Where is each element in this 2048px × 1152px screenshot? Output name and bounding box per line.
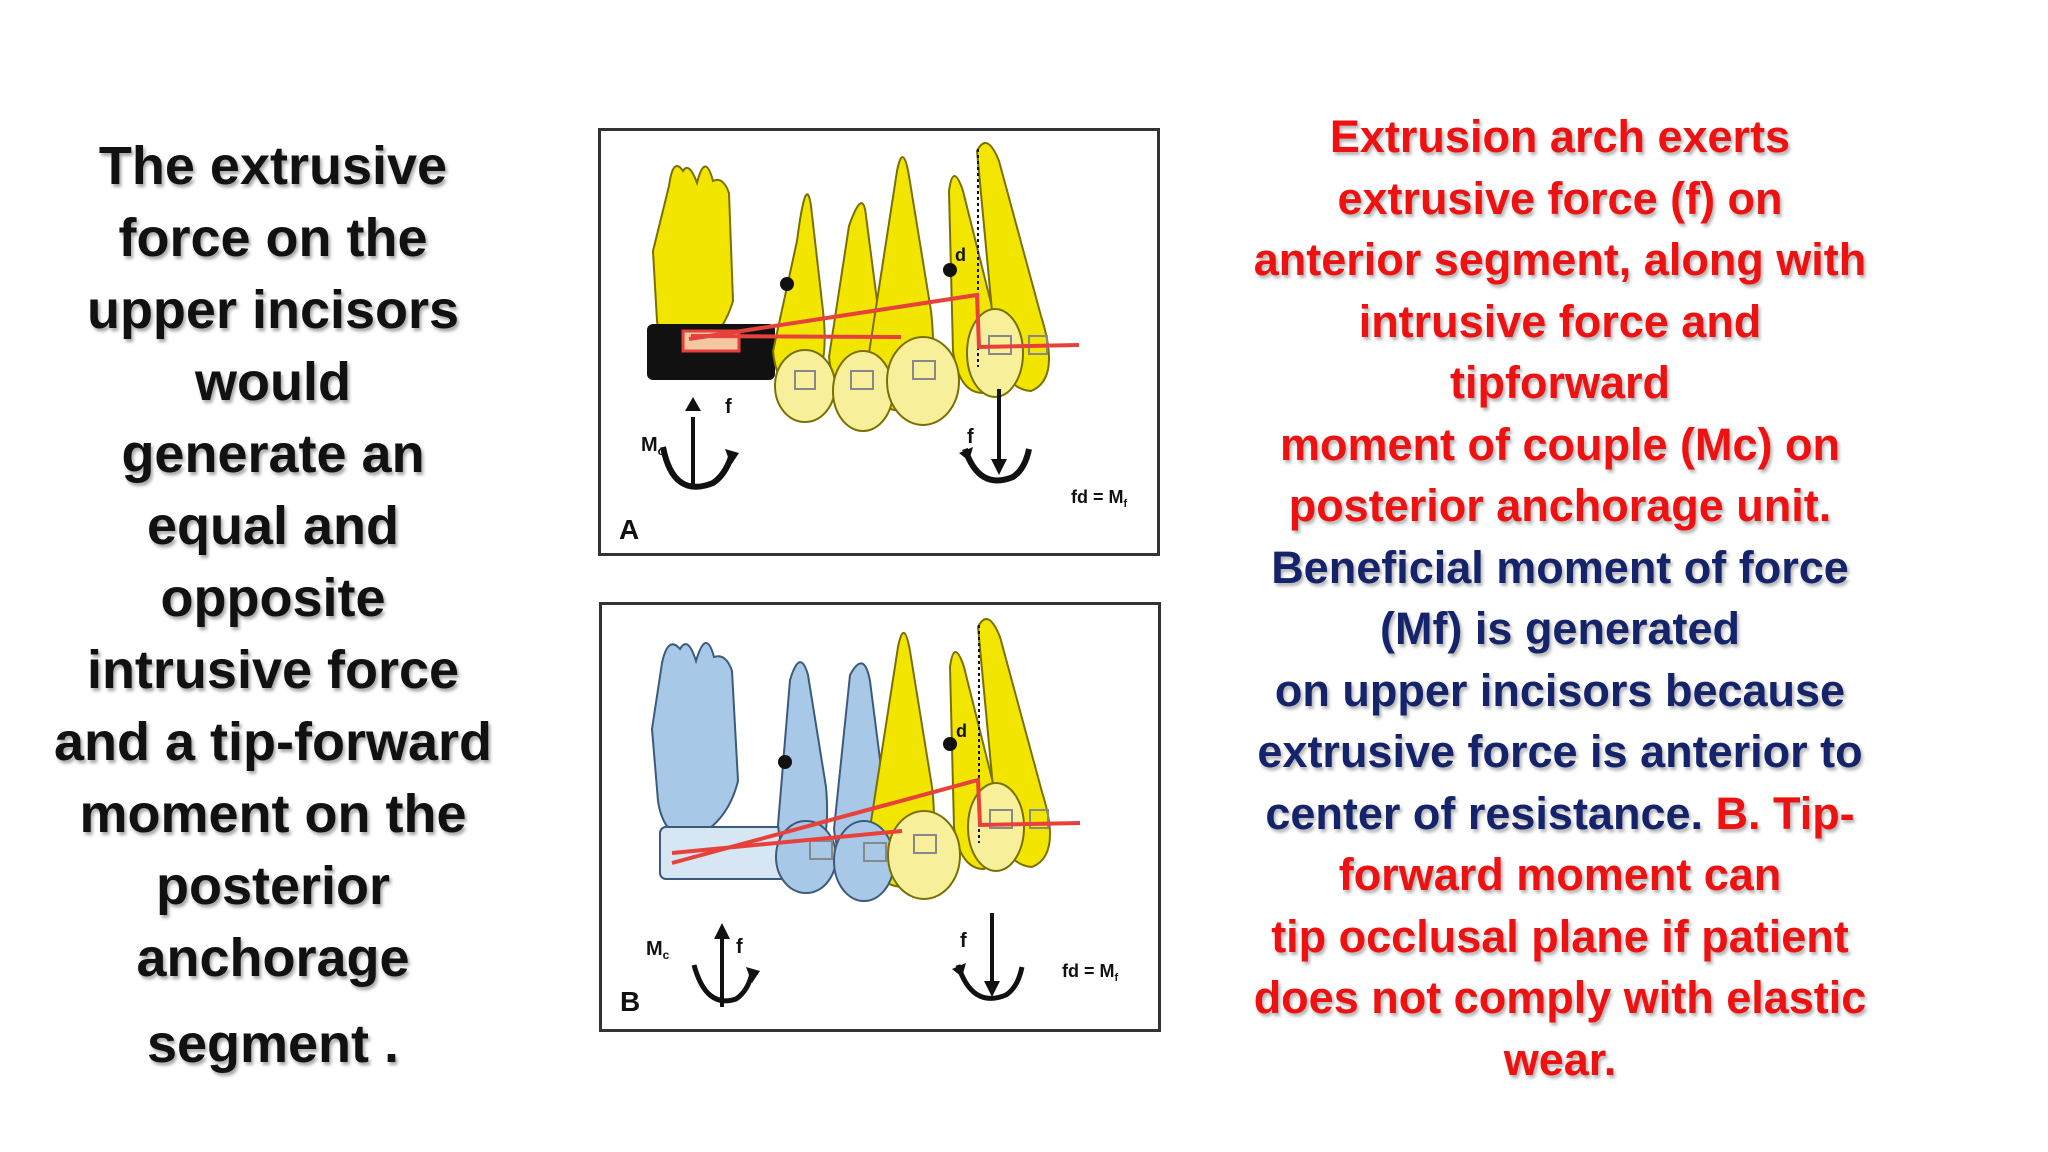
right-line-segment: B. Tip- — [1715, 787, 1855, 839]
distance-label: d — [955, 245, 966, 265]
segment-wire — [671, 829, 903, 855]
right-line-segment: tipforward — [1450, 357, 1670, 408]
right-line: Extrusion arch exerts — [1200, 106, 1920, 168]
left-line: generate an — [121, 424, 425, 484]
center-of-resistance — [778, 755, 792, 769]
right-line-segment: does not comply with elastic — [1253, 972, 1867, 1023]
right-line-segment: extrusive force is anterior to — [1257, 726, 1863, 777]
right-line: wear. — [1200, 1029, 1920, 1091]
crown — [832, 350, 894, 432]
equation-label: fd = Mf — [1062, 961, 1119, 984]
left-line: opposite — [160, 568, 386, 628]
force-arrow-head — [984, 981, 1000, 997]
figure-panel-b: B Mc f f d fd = Mf — [599, 602, 1161, 1032]
right-line: on upper incisors because — [1200, 660, 1920, 722]
right-line: center of resistance. B. Tip- — [1200, 783, 1920, 845]
crown — [887, 810, 961, 900]
right-line-segment: tip occlusal plane if patient — [1271, 910, 1849, 962]
right-line: moment of couple (Mc) on — [1200, 414, 1920, 476]
force-label: f — [725, 396, 732, 418]
center-of-resistance — [780, 277, 794, 291]
right-paragraph: Extrusion arch exerts extrusive force (f)… — [1200, 106, 1920, 1090]
force-arrow-head — [685, 397, 701, 411]
left-line: intrusive force — [86, 640, 460, 700]
right-line-segment: (Mf) is generated — [1379, 603, 1741, 654]
right-line: extrusive force is anterior to — [1200, 721, 1920, 783]
panel-label: B — [620, 986, 640, 1017]
right-line: forward moment can — [1200, 844, 1920, 906]
figure-panel-a: A Mc f f d fd = Mf — [598, 128, 1160, 556]
extrusion-arch-wire — [688, 292, 1080, 350]
tooth-diagram-b: B Mc f f d fd = Mf — [620, 618, 1119, 1017]
right-line-segment: Extrusion arch exerts — [1329, 111, 1791, 162]
bracket — [863, 842, 887, 862]
right-line: (Mf) is generated — [1200, 598, 1920, 660]
crown — [886, 336, 960, 426]
right-line-segment: intrusive force and — [1358, 295, 1762, 347]
right-line: tip occlusal plane if patient — [1200, 906, 1920, 968]
left-line: The extrusive — [98, 136, 448, 196]
right-line: posterior anchorage unit. — [1200, 475, 1920, 537]
bracket — [913, 834, 937, 854]
bracket — [989, 809, 1013, 829]
left-line: moment on the — [79, 784, 467, 844]
right-line: tipforward — [1200, 352, 1920, 414]
left-line: segment . — [146, 1014, 400, 1074]
moment-arrow-head — [725, 449, 739, 465]
bracket — [1029, 809, 1049, 829]
distance-label: d — [956, 721, 967, 741]
left-line: and a tip-forward — [53, 712, 492, 772]
right-line-segment: on upper incisors because — [1274, 664, 1846, 716]
left-paragraph: The extrusive force on the upper incisor… — [18, 130, 528, 1080]
tooth-diagram-a: A Mc f f d fd = Mf — [619, 142, 1128, 545]
force-arrow-head — [991, 459, 1007, 475]
equation-label: fd = Mf — [1071, 487, 1128, 510]
right-line-segment: posterior anchorage unit. — [1288, 480, 1832, 531]
moment-arrow-head — [746, 967, 760, 983]
left-line: would — [195, 352, 351, 412]
left-line: equal and — [146, 496, 400, 556]
panel-label: A — [619, 514, 639, 545]
right-line-segment: Beneficial moment of force — [1271, 541, 1849, 593]
right-line: extrusive force (f) on — [1200, 168, 1920, 230]
moment-arrow — [660, 446, 734, 490]
left-line: anchorage — [136, 928, 410, 988]
mc-label: Mc — [646, 938, 670, 962]
mc-label: Mc — [641, 434, 665, 458]
right-line-segment: moment of couple (Mc) on — [1280, 418, 1840, 470]
molar-tooth — [650, 642, 740, 839]
right-line-segment: center of resistance. — [1265, 787, 1716, 839]
center-of-resistance — [943, 737, 957, 751]
center-of-resistance — [943, 263, 957, 277]
bracket — [850, 370, 874, 390]
right-line: does not comply with elastic — [1200, 967, 1920, 1029]
left-line: force on the — [118, 208, 428, 268]
force-arrow-head — [714, 923, 730, 939]
moment-arrow — [691, 964, 755, 1004]
force-label: f — [736, 936, 743, 958]
force-label: f — [967, 426, 974, 448]
right-line-segment: extrusive force (f) on — [1337, 172, 1783, 224]
segment-wire — [690, 334, 902, 339]
right-line: anterior segment, along with — [1200, 229, 1920, 291]
right-line-segment: forward moment can — [1338, 849, 1782, 900]
bracket — [912, 360, 936, 380]
bracket — [809, 840, 833, 860]
moment-arrow — [962, 447, 1032, 484]
moment-arrow — [955, 964, 1025, 1001]
bracket — [794, 370, 816, 390]
right-line-segment: anterior segment, along with — [1253, 234, 1867, 285]
force-label: f — [960, 930, 967, 952]
right-line: Beneficial moment of force — [1200, 537, 1920, 599]
left-line: upper incisors — [86, 280, 460, 340]
moment-arrow-head — [959, 447, 973, 461]
extrusion-arch-wire — [671, 777, 1081, 865]
right-line-segment: wear. — [1503, 1033, 1617, 1085]
left-line: posterior — [155, 856, 391, 916]
crown — [774, 349, 836, 423]
right-line: intrusive force and — [1200, 291, 1920, 353]
moment-arrow-head — [952, 963, 966, 977]
